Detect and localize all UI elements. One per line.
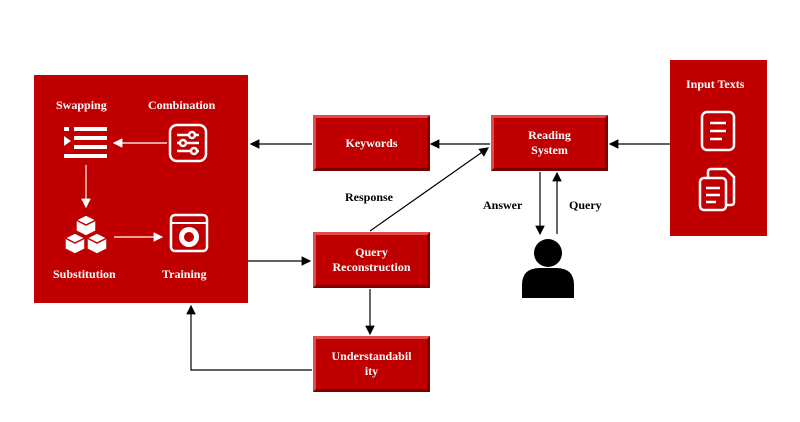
query-reconstruction-box: Query Reconstruction (313, 232, 430, 288)
document-icon (700, 110, 736, 152)
list-icon (64, 127, 107, 158)
combination-label: Combination (148, 98, 216, 112)
substitution-label: Substitution (53, 267, 116, 281)
keywords-box: Keywords (313, 115, 430, 171)
understandability-label-line2: ity (364, 364, 379, 378)
query-reconstruction-label-line2: Reconstruction (332, 260, 411, 274)
input-texts-panel: Input Texts (670, 60, 767, 236)
cubes-icon (64, 214, 108, 255)
answer-label: Answer (483, 198, 523, 212)
reading-system-label-line1: Reading (528, 128, 571, 142)
panel-icons (64, 123, 209, 255)
query-label: Query (569, 198, 602, 212)
response-label: Response (345, 190, 394, 204)
reading-system-box: Reading System (491, 115, 608, 171)
swapping-label: Swapping (56, 98, 107, 112)
documents-icon (698, 167, 736, 212)
sliders-icon (168, 123, 208, 163)
input-icons (698, 110, 736, 212)
input-texts-title: Input Texts (686, 77, 745, 91)
understandability-label-line1: Understandabil (331, 349, 412, 363)
washing-machine-icon (169, 213, 209, 253)
keywords-label: Keywords (345, 135, 398, 150)
arrow-response (369, 147, 489, 232)
understandability-box: Understandabil ity (313, 336, 430, 392)
arrow-understandability-to-training (186, 304, 312, 371)
method-panel: Swapping Combination Substitution Traini… (34, 75, 248, 303)
training-label: Training (162, 267, 207, 281)
query-reconstruction-label-line1: Query (355, 245, 388, 259)
reading-system-label-line2: System (531, 143, 568, 157)
